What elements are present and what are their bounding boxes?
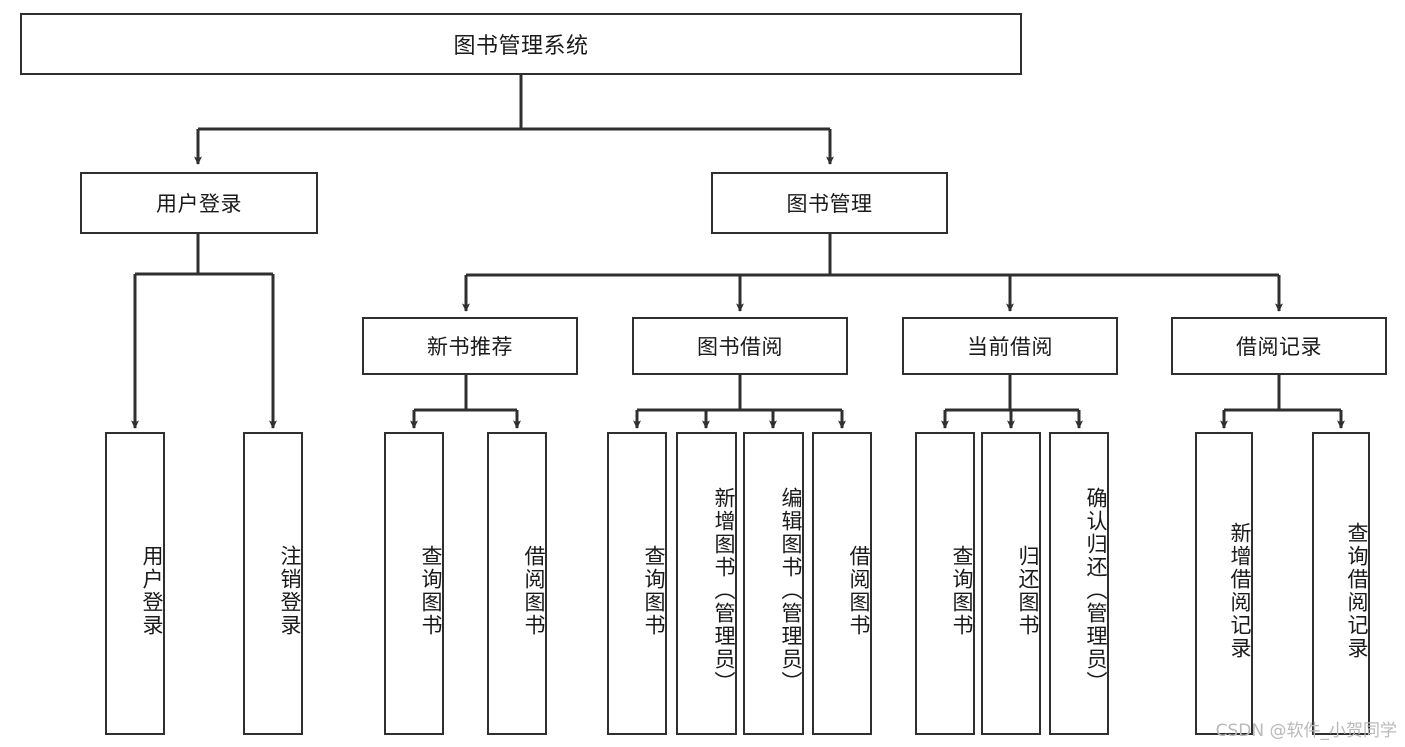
node-label: 新书推荐 [427,335,513,359]
node-label: 查询借阅记录 [1345,521,1369,660]
node-leaf-confirm-return-admin[interactable]: 确认归还（管理员） [1049,432,1109,735]
node-label: 编辑图书（管理员） [779,487,803,694]
node-label: 新增借阅记录 [1228,521,1252,660]
node-leaf-borrow-book[interactable]: 借阅图书 [812,432,872,735]
node-label: 用户登录 [140,544,164,637]
node-label: 新增图书（管理员） [712,487,736,694]
node-label: 借阅记录 [1236,335,1322,359]
node-label: 借阅图书 [847,544,871,637]
node-leaf-query-book-current[interactable]: 查询图书 [915,432,975,735]
node-label: 确认归还（管理员） [1084,487,1108,694]
node-leaf-borrow-book-recommendation[interactable]: 借阅图书 [487,432,547,735]
node-book-borrowing[interactable]: 图书借阅 [632,317,848,375]
node-label: 注销登录 [278,544,302,637]
node-leaf-query-borrow-record[interactable]: 查询借阅记录 [1312,432,1370,735]
node-book-management[interactable]: 图书管理 [711,172,948,234]
node-root-book-management-system[interactable]: 图书管理系统 [20,13,1022,75]
node-leaf-add-borrow-record[interactable]: 新增借阅记录 [1195,432,1253,735]
node-label: 查询图书 [950,544,974,637]
node-label: 图书管理 [786,192,873,216]
node-current-borrowing[interactable]: 当前借阅 [902,317,1118,375]
node-borrowing-record[interactable]: 借阅记录 [1171,317,1387,375]
node-label: 查询图书 [419,544,443,637]
node-label: 归还图书 [1016,544,1040,637]
node-leaf-user-logout[interactable]: 注销登录 [243,432,303,735]
node-leaf-add-book-admin[interactable]: 新增图书（管理员） [676,432,737,735]
node-label: 查询图书 [642,544,666,637]
node-new-book-recommendation[interactable]: 新书推荐 [362,317,578,375]
node-label: 借阅图书 [522,544,546,637]
node-leaf-user-login[interactable]: 用户登录 [105,432,165,735]
node-leaf-query-book-recommendation[interactable]: 查询图书 [384,432,444,735]
node-label: 当前借阅 [967,335,1053,359]
node-label: 图书管理系统 [453,34,589,59]
node-user-login[interactable]: 用户登录 [80,172,318,234]
node-leaf-edit-book-admin[interactable]: 编辑图书（管理员） [743,432,804,735]
node-leaf-return-book[interactable]: 归还图书 [981,432,1041,735]
node-leaf-query-book-borrowing[interactable]: 查询图书 [607,432,667,735]
node-label: 用户登录 [156,192,242,216]
node-label: 图书借阅 [697,335,783,359]
